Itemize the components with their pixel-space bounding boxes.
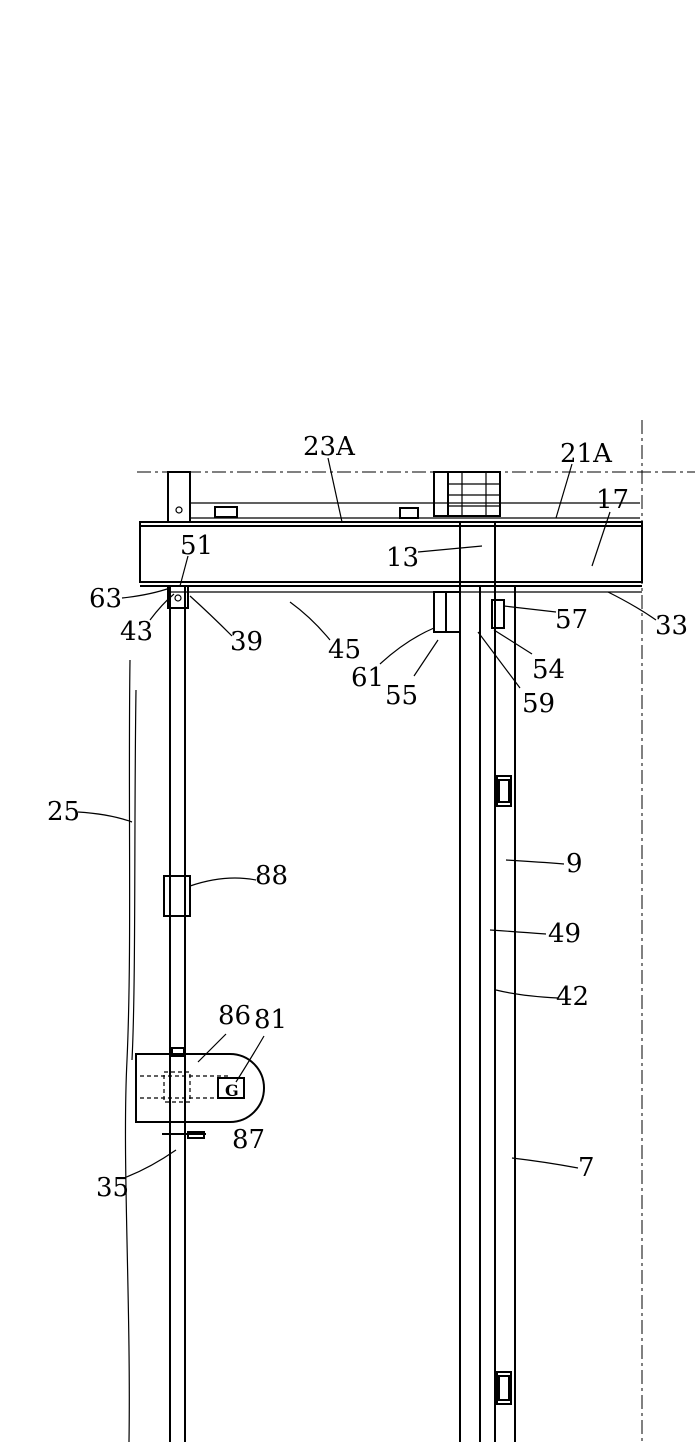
label-86: 86	[218, 1001, 251, 1031]
label-23A: 23A	[303, 432, 356, 462]
label-42: 42	[556, 982, 589, 1012]
glyph-g: G	[225, 1081, 239, 1100]
label-39: 39	[230, 627, 263, 657]
label-57: 57	[555, 605, 588, 635]
label-51: 51	[180, 531, 213, 561]
label-88: 88	[255, 861, 288, 891]
label-7: 7	[578, 1153, 595, 1183]
label-13: 13	[386, 543, 419, 573]
label-45: 45	[328, 635, 361, 665]
label-61: 61	[351, 663, 384, 693]
label-33: 33	[655, 611, 688, 641]
label-21A: 21A	[560, 439, 613, 469]
reference-labels: 23A 21A 17 51 13 63 43 39 45 61 55 57 54…	[47, 432, 688, 1203]
label-49: 49	[548, 919, 581, 949]
label-54: 54	[532, 655, 565, 685]
cable-25	[125, 660, 136, 1442]
centerlines	[137, 420, 695, 1442]
upper-frame	[168, 472, 640, 522]
label-25: 25	[47, 797, 80, 827]
label-35: 35	[96, 1173, 129, 1203]
label-87: 87	[232, 1125, 265, 1155]
label-55: 55	[385, 681, 418, 711]
label-81: 81	[254, 1005, 287, 1035]
label-63: 63	[89, 584, 122, 614]
label-9: 9	[566, 849, 583, 879]
label-43: 43	[120, 617, 153, 647]
leader-lines	[78, 458, 656, 1178]
label-59: 59	[522, 689, 555, 719]
left-upright	[164, 586, 190, 1442]
label-17: 17	[596, 485, 629, 515]
right-uprights	[434, 586, 515, 1442]
